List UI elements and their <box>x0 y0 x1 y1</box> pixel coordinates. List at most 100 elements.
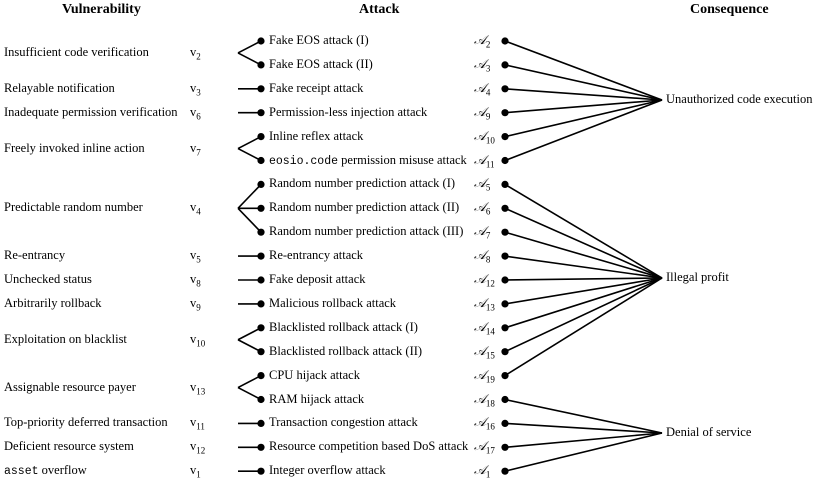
attack-consequence-edge <box>504 277 663 353</box>
vulnerability-index: 8 <box>196 278 201 289</box>
vulnerability-index: 9 <box>196 302 201 313</box>
attack-label: Blacklisted rollback attack (I) <box>269 319 418 334</box>
vulnerability-index: 1 <box>196 469 201 480</box>
attack-node: Inline reflex attack <box>269 129 363 143</box>
vulnerability-index: 13 <box>196 386 206 397</box>
attack-node: Fake receipt attack <box>269 81 363 95</box>
vulnerability-node: Predictable random number <box>4 200 143 214</box>
vulnerability-label: Inadequate permission verification <box>4 104 178 119</box>
vulnerability-node: Re-entrancy <box>4 248 65 262</box>
attack-label: Blacklisted rollback attack (II) <box>269 343 423 358</box>
attack-symbol: 𝒜 <box>474 439 486 454</box>
vulnerability-symbol: v <box>190 140 197 155</box>
attack-label: Fake EOS attack (I) <box>269 33 369 47</box>
attack-id: 𝒜17 <box>474 439 495 458</box>
vulnerability-node: Exploitation on blacklist <box>4 332 127 346</box>
vulnerability-id: v5 <box>190 248 201 267</box>
vulnerability-id: v7 <box>190 141 201 160</box>
vulnerability-label: Top-priority deferred transaction <box>4 415 168 430</box>
vulnerability-code: asset <box>4 465 39 479</box>
consequence-node: Denial of service <box>666 425 751 439</box>
attack-symbol: 𝒜 <box>474 295 486 310</box>
vulnerability-node: Deficient resource system <box>4 439 134 453</box>
attack-node: Blacklisted rollback attack (I) <box>269 320 418 334</box>
attack-index: 11 <box>485 159 495 169</box>
vulnerability-label: Insufficient code verification <box>4 44 149 59</box>
attack-symbol: 𝒜 <box>474 104 486 119</box>
vulnerability-symbol: v <box>190 439 197 454</box>
vulnerability-node: asset overflow <box>4 463 87 479</box>
attack-symbol: 𝒜 <box>474 33 486 47</box>
attack-id: 𝒜8 <box>474 248 490 267</box>
vulnerability-symbol: v <box>190 44 197 59</box>
attack-node: Fake EOS attack (II) <box>269 57 373 71</box>
vulnerability-id: v10 <box>190 332 205 351</box>
attack-label: Random number prediction attack (II) <box>269 200 460 215</box>
vulnerability-label: Exploitation on blacklist <box>4 331 127 346</box>
attack-id: 𝒜1 <box>474 463 490 482</box>
attack-consequence-edge <box>504 398 663 434</box>
vulnerability-symbol: v <box>190 80 197 95</box>
attack-index: 19 <box>485 374 495 385</box>
attack-consequence-edge <box>504 183 663 279</box>
vulnerability-id: v4 <box>190 200 201 219</box>
attack-consequence-edge <box>504 277 663 281</box>
vulnerability-attack-edge <box>237 52 262 66</box>
vulnerability-index: 4 <box>196 206 201 217</box>
attack-id: 𝒜6 <box>474 200 490 219</box>
attack-id: 𝒜18 <box>474 392 495 411</box>
vulnerability-symbol: v <box>190 248 197 263</box>
attack-symbol: 𝒜 <box>474 319 486 334</box>
attack-index: 9 <box>485 111 491 122</box>
vulnerability-symbol: v <box>190 272 197 286</box>
attack-consequence-edge <box>504 432 663 472</box>
vulnerability-symbol: v <box>190 104 197 119</box>
attack-id: 𝒜9 <box>474 105 490 124</box>
attack-id: 𝒜11 <box>474 153 495 172</box>
attack-symbol: 𝒜 <box>474 200 486 215</box>
attack-index: 2 <box>485 39 491 50</box>
attack-index: 3 <box>485 63 491 74</box>
vulnerability-node: Relayable notification <box>4 81 115 95</box>
attack-index: 13 <box>485 302 495 313</box>
attack-node: eosio.code permission misuse attack <box>269 153 467 169</box>
vulnerability-node: Top-priority deferred transaction <box>4 415 168 429</box>
vulnerability-symbol: v <box>190 379 197 394</box>
attack-id: 𝒜14 <box>474 320 495 339</box>
consequence-node: Illegal profit <box>666 270 729 284</box>
attack-label: CPU hijack attack <box>269 367 360 382</box>
vulnerability-id: v11 <box>190 415 205 434</box>
attack-consequence-edge <box>504 99 663 162</box>
vulnerability-attack-edge <box>237 147 262 162</box>
attack-node: Re-entrancy attack <box>269 248 363 262</box>
attack-symbol: 𝒜 <box>474 272 486 286</box>
attack-index: 8 <box>485 254 491 265</box>
attack-node: Transaction congestion attack <box>269 415 418 429</box>
attack-right-dot <box>501 204 509 212</box>
attack-consequence-edge <box>504 231 663 279</box>
attack-consequence-edge <box>504 277 663 329</box>
vulnerability-symbol: v <box>190 415 197 430</box>
attack-index: 10 <box>485 135 495 146</box>
attack-label: Resource competition based DoS attack <box>269 439 469 454</box>
vulnerability-node: Unchecked status <box>4 272 92 286</box>
attack-index: 18 <box>485 398 495 408</box>
vulnerability-attack-edge <box>237 40 262 54</box>
attack-node: CPU hijack attack <box>269 368 360 382</box>
attack-symbol: 𝒜 <box>474 391 486 406</box>
attack-symbol: 𝒜 <box>474 463 486 478</box>
attack-header: Attack <box>359 2 400 17</box>
attack-symbol: 𝒜 <box>474 176 486 191</box>
vulnerability-label: Predictable random number <box>4 200 143 215</box>
vulnerability-label: Unchecked status <box>4 272 92 286</box>
attack-label: Inline reflex attack <box>269 128 364 143</box>
vulnerability-label: Deficient resource system <box>4 439 134 454</box>
attack-symbol: 𝒜 <box>474 343 486 358</box>
attack-symbol: 𝒜 <box>474 224 486 239</box>
attack-node: Permission-less injection attack <box>269 105 427 119</box>
vulnerability-node: Arbitrarily rollback <box>4 296 102 310</box>
attack-id: 𝒜19 <box>474 368 495 387</box>
vulnerability-id: v6 <box>190 105 201 124</box>
attack-label: Fake EOS attack (II) <box>269 56 373 71</box>
